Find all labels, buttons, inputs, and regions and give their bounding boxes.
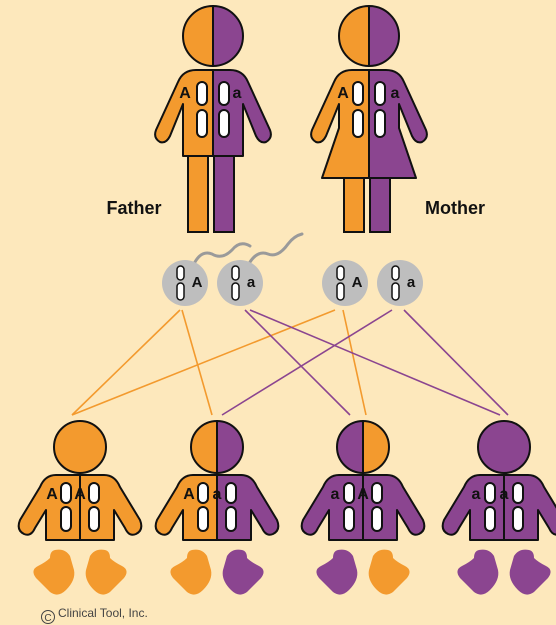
child-chromosome-left — [484, 482, 496, 532]
mother-chromosome-left — [352, 81, 364, 138]
gamete-allele-label: a — [247, 274, 256, 291]
child-foot-right — [85, 549, 127, 595]
child-body-right — [503, 474, 556, 541]
child-foot-right — [368, 549, 410, 595]
child-head-left — [336, 419, 364, 475]
child-head-right — [362, 419, 390, 475]
father-allele-left: A — [179, 85, 191, 102]
cross-lines — [71, 309, 509, 416]
child-head-left — [190, 419, 218, 475]
cross-line — [221, 309, 393, 416]
father-chromosome-right — [218, 81, 230, 138]
child-foot-right — [509, 549, 551, 595]
father-chromosome-left — [196, 81, 208, 138]
child-allele-right: A — [357, 486, 369, 503]
child-allele-left: a — [472, 486, 481, 503]
child-foot-right — [222, 549, 264, 595]
cross-line — [71, 309, 181, 416]
child-allele-right: a — [500, 486, 509, 503]
father-allele-right: a — [233, 85, 242, 102]
mother-allele-right: a — [391, 85, 400, 102]
child-Aa: A a — [154, 419, 280, 595]
child-allele-right: A — [74, 486, 86, 503]
mother-figure: A a — [310, 4, 428, 233]
cross-line — [181, 309, 213, 416]
father-left-leg — [187, 151, 209, 233]
child-foot-left — [33, 549, 75, 595]
mother-head-left — [338, 4, 370, 68]
child-AA: A A — [17, 420, 143, 595]
gamete-allele-label: a — [407, 274, 416, 291]
sperm-tail — [248, 232, 304, 264]
cross-line — [342, 309, 367, 416]
child-chromosome-right — [371, 482, 383, 532]
mother-allele-left: A — [337, 85, 349, 102]
child-head-right — [216, 419, 244, 475]
child-aA: a A — [300, 419, 426, 595]
gamete-mother-A: A — [322, 260, 368, 306]
child-aa: a a — [441, 420, 556, 595]
mother-chromosome-right — [374, 81, 386, 138]
child-allele-left: A — [183, 486, 195, 503]
cross-line — [244, 309, 351, 416]
child-chromosome-left — [60, 482, 72, 532]
father-figure: A a — [154, 4, 272, 233]
father-right-leg — [213, 151, 235, 233]
child-allele-right: a — [213, 486, 222, 503]
child-allele-left: a — [331, 486, 340, 503]
cross-line — [249, 309, 501, 416]
gamete-father-a: a — [217, 260, 263, 306]
copyright-icon: C — [41, 610, 55, 624]
child-foot-left — [457, 549, 499, 595]
gamete-allele-label: A — [352, 274, 363, 291]
copyright-text: Clinical Tool, Inc. — [58, 606, 148, 620]
father-label: Father — [106, 198, 161, 218]
cross-line — [403, 309, 509, 416]
gamete-mother-a: a — [377, 260, 423, 306]
child-chromosome-right — [512, 482, 524, 532]
child-chromosome-right — [225, 482, 237, 532]
sperm-tail — [193, 242, 252, 264]
child-chromosome-left — [197, 482, 209, 532]
child-allele-left: A — [46, 486, 58, 503]
child-foot-left — [170, 549, 212, 595]
child-foot-left — [316, 549, 358, 595]
child-chromosome-right — [88, 482, 100, 532]
child-head — [53, 420, 107, 474]
child-head — [477, 420, 531, 474]
child-chromosome-left — [343, 482, 355, 532]
mother-label: Mother — [425, 198, 485, 218]
father-head-left — [182, 4, 214, 68]
cross-line — [71, 309, 336, 416]
gamete-allele-label: A — [192, 274, 203, 291]
father-head-right — [212, 4, 244, 68]
gamete-father-A: A — [162, 260, 208, 306]
mother-head-right — [368, 4, 400, 68]
svg-text:C: C — [44, 613, 51, 624]
